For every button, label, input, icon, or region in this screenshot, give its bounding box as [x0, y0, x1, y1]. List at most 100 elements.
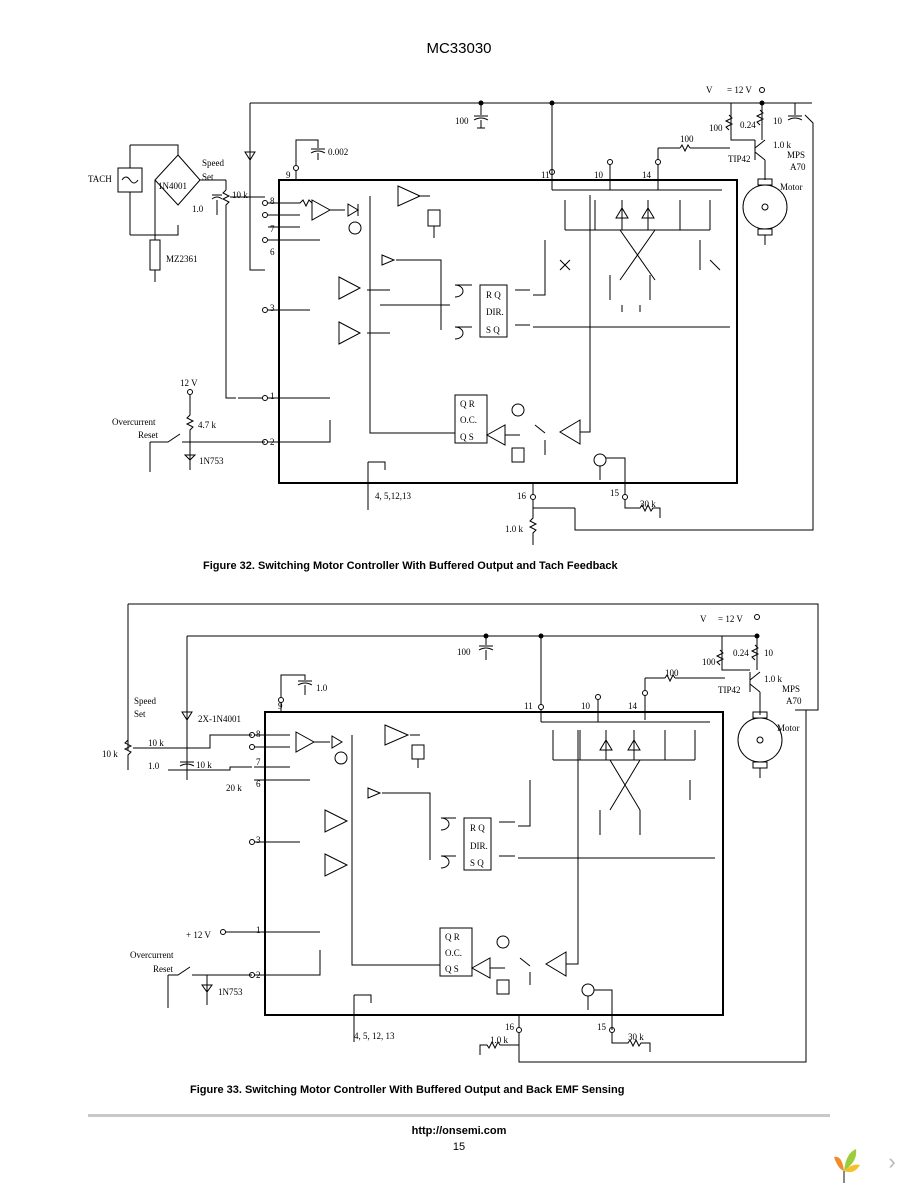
pin-3-33: 3	[256, 835, 261, 845]
vcc-label-33: V	[700, 614, 707, 624]
res-30k-label-33: 30 k	[628, 1032, 644, 1042]
flipflop-r-q-33: R Q	[470, 823, 485, 833]
flipflop-dir-33: DIR.	[470, 841, 488, 851]
set-label: Set	[202, 172, 214, 182]
pin-14: 14	[642, 170, 652, 180]
pin-11: 11	[541, 170, 550, 180]
z1n753-label: 1N753	[199, 456, 224, 466]
mps-label-33: MPS	[782, 684, 800, 694]
res-1k-label-33: 1.0 k	[764, 674, 783, 684]
reset-label-33: Reset	[153, 964, 173, 974]
pin-2-33: 2	[256, 970, 261, 980]
pin-10-33: 10	[581, 701, 591, 711]
pin-8-33: 8	[256, 729, 261, 739]
pin-9: 9	[286, 170, 291, 180]
r20k-label-33: 20 k	[226, 783, 242, 793]
reset-label: Reset	[138, 430, 158, 440]
page-title: MC33030	[426, 40, 492, 57]
r10k-a-label-33: 10 k	[148, 738, 164, 748]
vcc-label: V	[706, 85, 713, 95]
overcurrent-label: Overcurrent	[112, 417, 156, 427]
pin-3: 3	[270, 303, 275, 313]
cap-1b-label-33: 1.0	[148, 761, 160, 771]
pin-16-33: 16	[505, 1022, 515, 1032]
r47k-label: 4.7 k	[198, 420, 217, 430]
ic-outline	[278, 179, 738, 484]
flipflop-r-q: R Q	[486, 290, 501, 300]
gnd-pins-label-33: 4, 5, 12, 13	[354, 1031, 395, 1041]
res-024-label-33: 0.24	[733, 648, 749, 658]
tip42-label-33: TIP42	[718, 685, 741, 695]
res-1k-bottom-33: 1.0 k	[490, 1035, 509, 1045]
tach-label: TACH	[88, 174, 112, 184]
pot-label: 10 k	[232, 190, 248, 200]
mps-label: MPS	[787, 150, 805, 160]
pin-16: 16	[517, 491, 527, 501]
oc-q-s-33: Q S	[445, 964, 459, 974]
a70-label-33: A70	[786, 696, 802, 706]
figure-32-schematic: 100 V = 12 V 100 0.24 10 1.0 k TIP42 MPS…	[88, 85, 814, 545]
pin-6: 6	[270, 247, 275, 257]
bridge-label: 1N4001	[158, 181, 187, 191]
res-100-mid-33: 100	[665, 668, 679, 678]
figure-32-caption: Figure 32. Switching Motor Controller Wi…	[203, 560, 618, 572]
res-1k-bottom: 1.0 k	[505, 524, 524, 534]
gnd-pins-label: 4, 5,12,13	[375, 491, 412, 501]
pin-14-33: 14	[628, 701, 638, 711]
pin-15: 15	[610, 488, 620, 498]
pin-15-33: 15	[597, 1022, 607, 1032]
oc-q-s: Q S	[460, 432, 474, 442]
vcc-value-33: = 12 V	[718, 614, 743, 624]
pin-1-33: 1	[256, 925, 261, 935]
res-100-top: 100	[709, 123, 723, 133]
v12-label: 12 V	[180, 378, 198, 388]
ic-outline-33	[264, 711, 724, 1016]
footer-divider	[88, 1114, 830, 1117]
pin-11-33: 11	[524, 701, 533, 711]
flipflop-s-q: S Q	[486, 325, 500, 335]
res-024-label: 0.24	[740, 120, 756, 130]
oc-q-r-33: Q R	[445, 932, 460, 942]
vcc-value: = 12 V	[727, 85, 752, 95]
pin-10: 10	[594, 170, 604, 180]
res-10-label: 10	[773, 116, 783, 126]
pin-2: 2	[270, 437, 275, 447]
motor-label-33: Motor	[777, 723, 800, 733]
figure-33-caption: Figure 33. Switching Motor Controller Wi…	[190, 1084, 625, 1096]
cap-100-label: 100	[455, 116, 469, 126]
pin-7-33: 7	[256, 757, 261, 767]
cap-0002-label: 0.002	[328, 147, 348, 157]
speed-label-33: Speed	[134, 696, 156, 706]
a70-label: A70	[790, 162, 806, 172]
res-10-label-33: 10	[764, 648, 774, 658]
speed-label: Speed	[202, 158, 224, 168]
res-100-mid: 100	[680, 134, 694, 144]
r10k-b-label-33: 10 k	[196, 760, 212, 770]
flipflop-dir: DIR.	[486, 307, 504, 317]
diodes-label-33: 2X-1N4001	[198, 714, 241, 724]
chevron-right-icon[interactable]: ›	[888, 1149, 896, 1174]
onsemi-logo-icon	[834, 1149, 860, 1183]
oc-q-r: Q R	[460, 399, 475, 409]
oc-label-33: O.C.	[445, 948, 462, 958]
res-1k-label: 1.0 k	[773, 140, 792, 150]
pin-1: 1	[270, 391, 275, 401]
motor-label: Motor	[780, 182, 803, 192]
zener-label: MZ2361	[166, 254, 198, 264]
cap-1-top-33: 1.0	[316, 683, 328, 693]
z1n753-label-33: 1N753	[218, 987, 243, 997]
pin-8: 8	[270, 196, 275, 206]
pin-6-33: 6	[256, 779, 261, 789]
oc-label: O.C.	[460, 415, 477, 425]
res-30k-label: 30 k	[640, 499, 656, 509]
cap-1-label: 1.0	[192, 204, 204, 214]
res-100-top-33: 100	[702, 657, 716, 667]
v12-label-33: + 12 V	[186, 930, 211, 940]
tip42-label: TIP42	[728, 154, 751, 164]
pin-7: 7	[270, 224, 275, 234]
pot-label-33: 10 k	[102, 749, 118, 759]
footer-url[interactable]: http://onsemi.com	[411, 1125, 507, 1137]
cap-100-label-33: 100	[457, 647, 471, 657]
overcurrent-label-33: Overcurrent	[130, 950, 174, 960]
flipflop-s-q-33: S Q	[470, 858, 484, 868]
